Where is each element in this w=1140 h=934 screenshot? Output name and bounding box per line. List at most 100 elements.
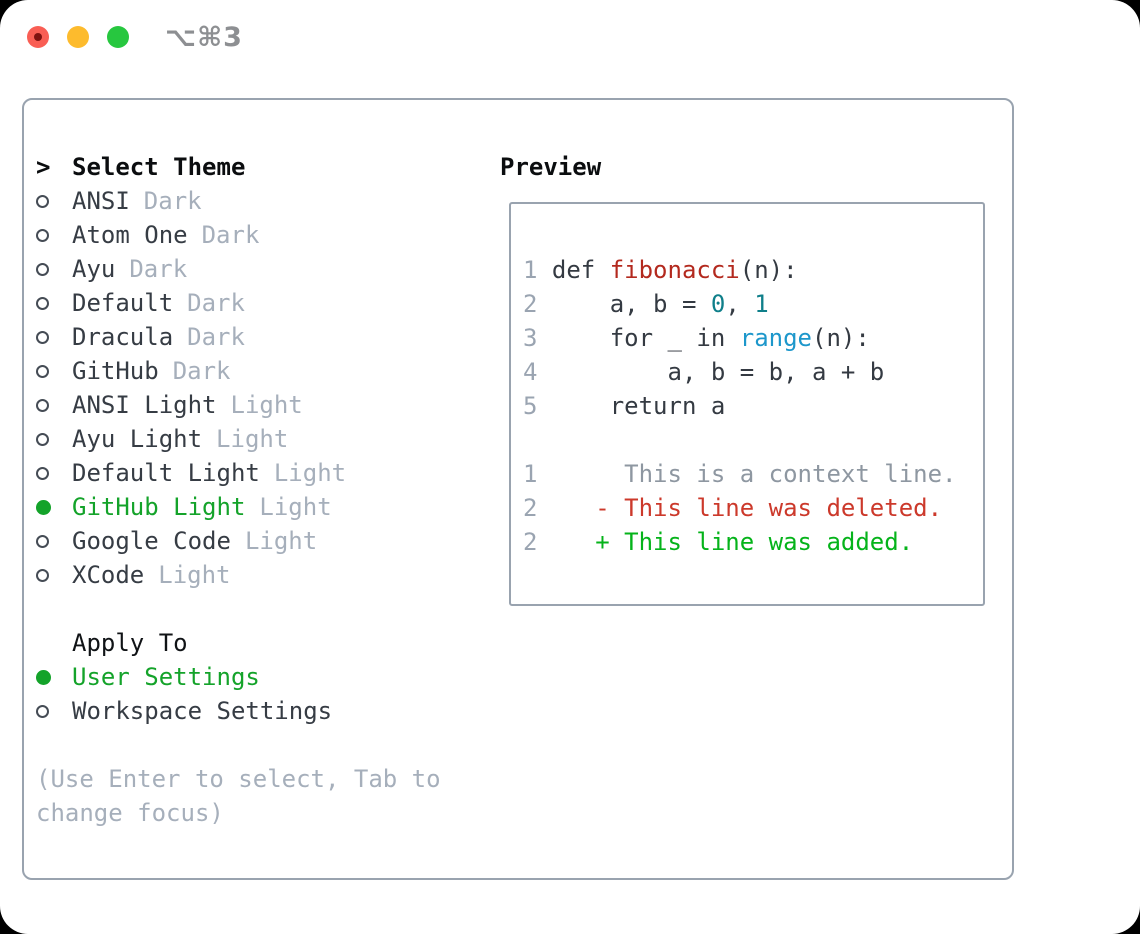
theme-name: Atom One — [72, 221, 188, 249]
preview-line — [523, 423, 975, 457]
code-segment: fibonacci — [609, 256, 740, 284]
theme-picker-panel: > Select Theme ANSI Dark Atom One Dark A… — [22, 98, 1014, 880]
code-segment: 1 — [754, 290, 769, 318]
preview-line: 1 This is a context line. — [523, 457, 975, 491]
preview-line: 2 - This line was deleted. — [523, 491, 975, 525]
code-segment: - This line was deleted. — [551, 494, 943, 522]
theme-variant-tag: Dark — [129, 255, 188, 283]
preview-line: 4 a, b = b, a + b — [523, 355, 975, 389]
theme-name: GitHub Light — [72, 493, 246, 521]
radio-icon — [36, 296, 49, 310]
line-number: 2 — [523, 528, 552, 556]
theme-option[interactable]: Atom One Dark — [36, 218, 441, 252]
spacer-row — [36, 728, 441, 762]
code-segment: def — [551, 256, 610, 284]
code-segment: range — [739, 324, 812, 352]
code-segment: a, b = b, a + b — [551, 358, 885, 386]
theme-option[interactable]: GitHub Light Light — [36, 490, 441, 524]
radio-icon — [36, 432, 49, 446]
apply-to-header: Apply To — [36, 626, 441, 660]
theme-option[interactable]: Default Dark — [36, 286, 441, 320]
radio-icon — [36, 704, 49, 718]
line-number: 5 — [523, 392, 552, 420]
theme-option[interactable]: XCode Light — [36, 558, 441, 592]
hint-text: change focus) — [36, 796, 441, 830]
radio-icon — [36, 228, 49, 242]
theme-name: Dracula — [72, 323, 174, 351]
traffic-light-minimize-button[interactable] — [67, 26, 89, 48]
line-number: 4 — [523, 358, 552, 386]
preview-line: 2 + This line was added. — [523, 525, 975, 559]
code-segment: for _ in — [551, 324, 740, 352]
radio-icon — [36, 194, 49, 208]
theme-option[interactable]: ANSI Dark — [36, 184, 441, 218]
theme-name: XCode — [72, 561, 145, 589]
code-segment: (n): — [739, 256, 798, 284]
radio-icon — [36, 262, 49, 276]
code-segment: a, b = — [551, 290, 711, 318]
hint-line: (Use Enter to select, Tab to — [36, 765, 441, 793]
theme-variant-tag: Light — [259, 493, 332, 521]
theme-variant-tag: Dark — [201, 221, 260, 249]
theme-option[interactable]: GitHub Dark — [36, 354, 441, 388]
code-segment: (n): — [812, 324, 870, 352]
apply-to-option[interactable]: Workspace Settings — [36, 694, 441, 728]
theme-option[interactable]: Google Code Light — [36, 524, 441, 558]
line-number: 2 — [523, 290, 552, 318]
theme-variant-tag: Light — [158, 561, 231, 589]
window-shortcut-label: ⌥⌘3 — [165, 21, 243, 53]
apply-to-title: Apply To — [72, 629, 188, 657]
hint-line: change focus) — [36, 799, 224, 827]
preview-line: 3 for _ in range(n): — [523, 321, 975, 355]
theme-list-header: > Select Theme — [36, 150, 441, 184]
theme-list-title: Select Theme — [72, 153, 246, 181]
radio-selected-icon — [36, 669, 51, 685]
radio-icon — [36, 466, 49, 480]
line-number: 3 — [523, 324, 552, 352]
selection-prompt-icon: > — [36, 153, 51, 181]
theme-name: ANSI — [72, 187, 130, 215]
theme-variant-tag: Light — [230, 391, 303, 419]
traffic-light-zoom-button[interactable] — [107, 26, 129, 48]
line-number: 2 — [523, 494, 552, 522]
theme-variant-tag: Dark — [143, 187, 202, 215]
theme-name: Google Code — [72, 527, 231, 555]
spacer-row — [36, 592, 441, 626]
theme-name: Default — [72, 289, 174, 317]
apply-option-name: User Settings — [72, 663, 260, 691]
theme-name: Ayu — [72, 255, 116, 283]
code-segment: + This line was added. — [551, 528, 914, 556]
preview-line: 5 return a — [523, 389, 975, 423]
radio-icon — [36, 330, 49, 344]
theme-list: > Select Theme ANSI Dark Atom One Dark A… — [36, 150, 441, 830]
preview-line: 2 a, b = 0, 1 — [523, 287, 975, 321]
theme-name: GitHub — [72, 357, 159, 385]
apply-option-name: Workspace Settings — [72, 697, 333, 725]
theme-name: ANSI Light — [72, 391, 217, 419]
hint-text: (Use Enter to select, Tab to — [36, 762, 441, 796]
apply-to-option[interactable]: User Settings — [36, 660, 441, 694]
theme-name: Default Light — [72, 459, 260, 487]
radio-selected-icon — [36, 499, 51, 515]
code-segment: This is a context line. — [551, 460, 957, 488]
theme-variant-tag: Dark — [172, 357, 231, 385]
theme-option[interactable]: Default Light Light — [36, 456, 441, 490]
theme-variant-tag: Light — [244, 527, 318, 555]
theme-variant-tag: Light — [216, 425, 289, 453]
theme-option[interactable]: Ayu Light Light — [36, 422, 441, 456]
code-segment: return a — [551, 392, 726, 420]
theme-variant-tag: Light — [273, 459, 347, 487]
line-number: 1 — [523, 256, 552, 284]
theme-variant-tag: Dark — [187, 323, 245, 351]
theme-option[interactable]: Dracula Dark — [36, 320, 441, 354]
theme-name: Ayu Light — [72, 425, 203, 453]
theme-option[interactable]: ANSI Light Light — [36, 388, 441, 422]
radio-icon — [36, 364, 49, 378]
radio-icon — [36, 398, 49, 412]
line-number: 1 — [523, 460, 552, 488]
theme-option[interactable]: Ayu Dark — [36, 252, 441, 286]
radio-icon — [36, 534, 49, 548]
traffic-light-close-button[interactable] — [27, 26, 49, 48]
